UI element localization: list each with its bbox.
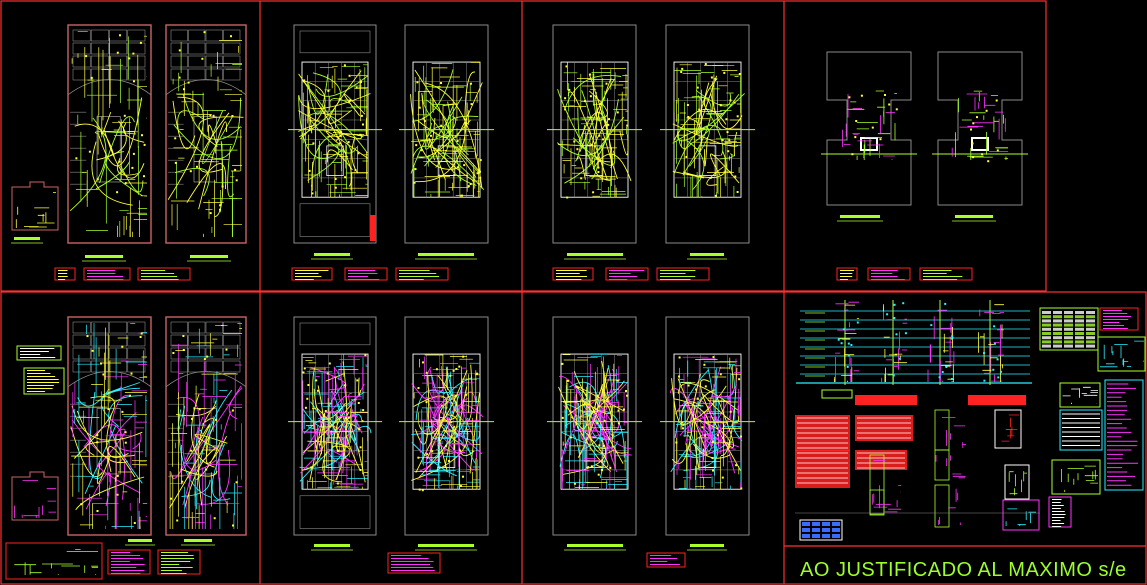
sheet-roof-electrical-top [821,51,1028,281]
sheet-floor-signal-2-bottom [547,316,755,568]
floor-plans [5,24,1146,580]
sheet-riser-diagram [795,300,1146,541]
sheet-parking-electrical-top [11,24,247,281]
bottom-sheet-frame [0,291,1147,585]
top-sheet-frame [0,0,1047,292]
sheet-floor-electrical-2-top [547,24,755,281]
sheet-footer-title: AO JUSTIFICADO AL MAXIMO s/e [800,559,1127,581]
sheet-floor-signal-1-bottom [288,316,494,574]
sheet-floor-electrical-1-top [288,24,494,281]
sheet-parking-signal-bottom [5,316,247,580]
